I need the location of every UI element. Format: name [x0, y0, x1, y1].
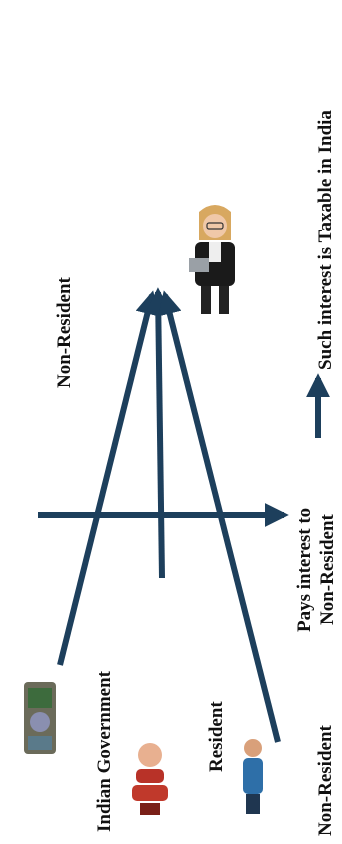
non-resident-person-icon [243, 739, 263, 814]
label-non-resident-recipient: Non-Resident [54, 276, 75, 388]
label-resident: Resident [206, 701, 227, 772]
arrow-resident-to-recipient [158, 292, 162, 578]
arrow-nonresident-to-recipient [165, 295, 278, 742]
label-pays-interest-line1: Pays interest to [294, 508, 315, 632]
label-non-resident-payer: Non-Resident [315, 724, 336, 836]
label-pays-interest-line2: Non-Resident [317, 513, 338, 625]
emblem-icon [24, 682, 56, 754]
resident-person-icon [132, 743, 168, 815]
woman-with-laptop-icon [189, 205, 235, 314]
label-indian-government: Indian Government [94, 670, 115, 832]
label-taxable-statement: Such interest is Taxable in India [315, 110, 336, 370]
